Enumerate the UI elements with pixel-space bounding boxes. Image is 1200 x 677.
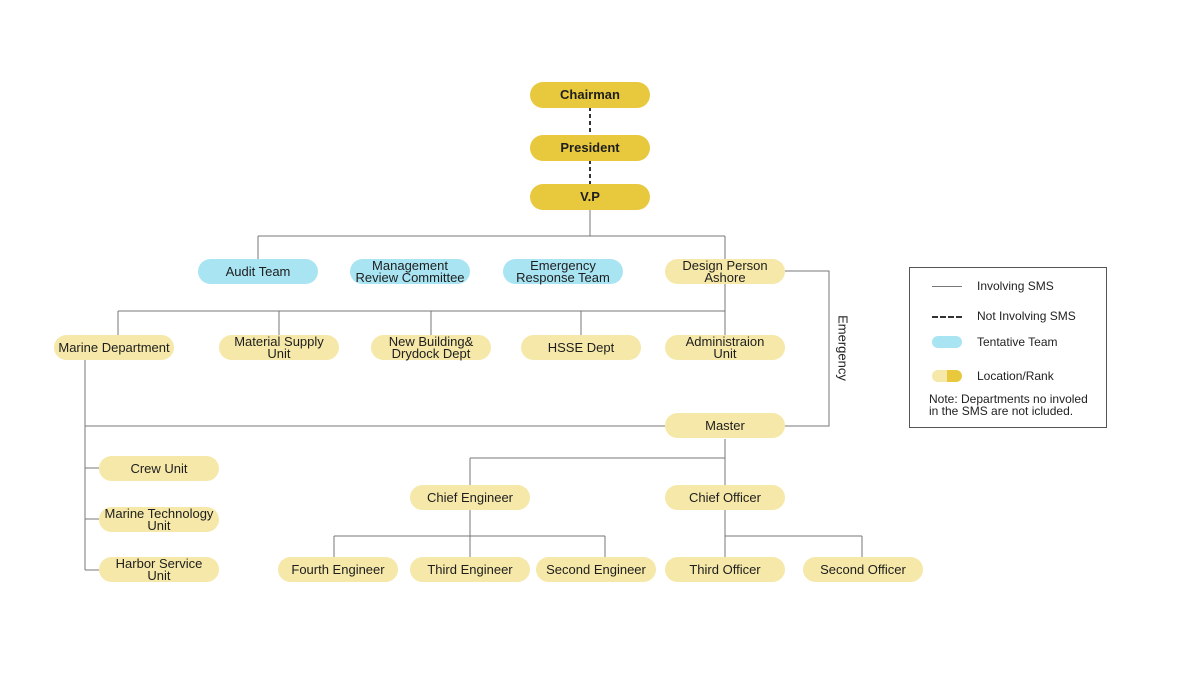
legend-tentative-label: Tentative Team xyxy=(977,335,1058,349)
legend-not-involving: Not Involving SMS xyxy=(910,307,1106,325)
yellow-pill-icon xyxy=(932,367,962,385)
node-hsse-dept: HSSE Dept xyxy=(521,335,641,360)
node-master: Master xyxy=(665,413,785,438)
solid-connectors xyxy=(84,209,863,571)
node-audit-team: Audit Team xyxy=(198,259,318,284)
legend-location-rank: Location/Rank xyxy=(910,367,1106,385)
legend-box: Involving SMS Not Involving SMS Tentativ… xyxy=(909,267,1107,428)
legend-involving: Involving SMS xyxy=(910,277,1106,295)
dashed-line-icon xyxy=(932,307,962,325)
node-design-person-ashore: Design Person Ashore xyxy=(665,259,785,284)
node-fourth-engineer: Fourth Engineer xyxy=(278,557,398,582)
legend-involving-label: Involving SMS xyxy=(977,279,1054,293)
node-third-officer: Third Officer xyxy=(665,557,785,582)
node-management-review-committee: Management Review Committee xyxy=(350,259,470,284)
node-new-building-drydock-dept: New Building& Drydock Dept xyxy=(371,335,491,360)
node-chief-officer: Chief Officer xyxy=(665,485,785,510)
legend-note: Note: Departments no involed in the SMS … xyxy=(929,392,1088,418)
node-second-officer: Second Officer xyxy=(803,557,923,582)
node-chief-engineer: Chief Engineer xyxy=(410,485,530,510)
node-marine-technology-unit: Marine Technology Unit xyxy=(99,507,219,532)
node-crew-unit: Crew Unit xyxy=(99,456,219,481)
node-material-supply-unit: Material Supply Unit xyxy=(219,335,339,360)
node-third-engineer: Third Engineer xyxy=(410,557,530,582)
node-harbor-service-unit: Harbor Service Unit xyxy=(99,557,219,582)
emergency-label: Emergency xyxy=(835,315,851,381)
blue-pill-icon xyxy=(932,333,962,351)
legend-location-rank-label: Location/Rank xyxy=(977,369,1054,383)
node-vp: V.P xyxy=(530,184,650,210)
node-second-engineer: Second Engineer xyxy=(536,557,656,582)
node-emergency-response-team: Emergency Response Team xyxy=(503,259,623,284)
node-president: President xyxy=(530,135,650,161)
legend-not-involving-label: Not Involving SMS xyxy=(977,309,1076,323)
node-administration-unit: Administraion Unit xyxy=(665,335,785,360)
node-chairman: Chairman xyxy=(530,82,650,108)
legend-tentative: Tentative Team xyxy=(910,333,1106,351)
solid-line-icon xyxy=(932,277,962,295)
node-marine-department: Marine Department xyxy=(54,335,174,360)
